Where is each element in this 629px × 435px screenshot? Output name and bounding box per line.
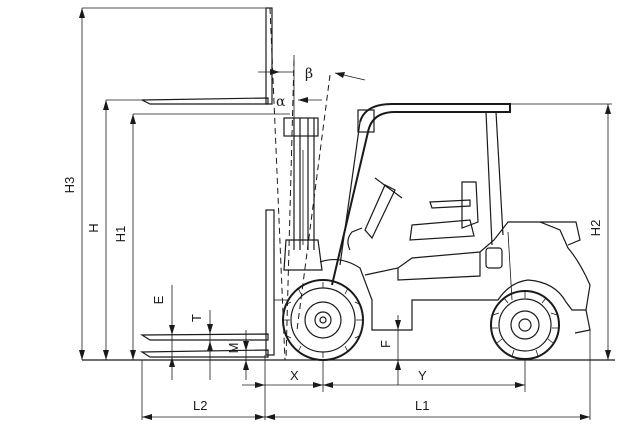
height-dimensions-left — [79, 7, 290, 360]
label-h2: H2 — [588, 220, 603, 237]
front-wheel — [282, 279, 364, 361]
label-m: M — [226, 343, 241, 354]
lowered-fork — [139, 209, 288, 358]
raised-fork — [141, 7, 273, 105]
operator-seat — [409, 181, 479, 241]
label-f: F — [378, 340, 393, 348]
label-x: X — [290, 368, 299, 383]
label-e: E — [151, 295, 166, 304]
label-h3: H3 — [62, 177, 77, 194]
label-h: H — [86, 223, 101, 232]
label-alpha: α — [276, 94, 286, 110]
label-h1: H1 — [113, 226, 128, 243]
label-t: T — [189, 314, 204, 322]
overhead-guard — [331, 103, 511, 286]
steering-assembly — [347, 177, 403, 251]
label-l1: L1 — [415, 398, 429, 413]
small-vertical-dimensions — [169, 285, 401, 385]
label-l2: L2 — [193, 398, 207, 413]
height-dimension-right — [505, 103, 612, 360]
label-beta: β — [305, 66, 313, 82]
rear-wheel — [490, 290, 560, 360]
label-y: Y — [418, 368, 427, 383]
mast-tilt-lines — [258, 7, 366, 361]
horizontal-dimensions — [141, 330, 591, 420]
mast — [283, 117, 323, 271]
